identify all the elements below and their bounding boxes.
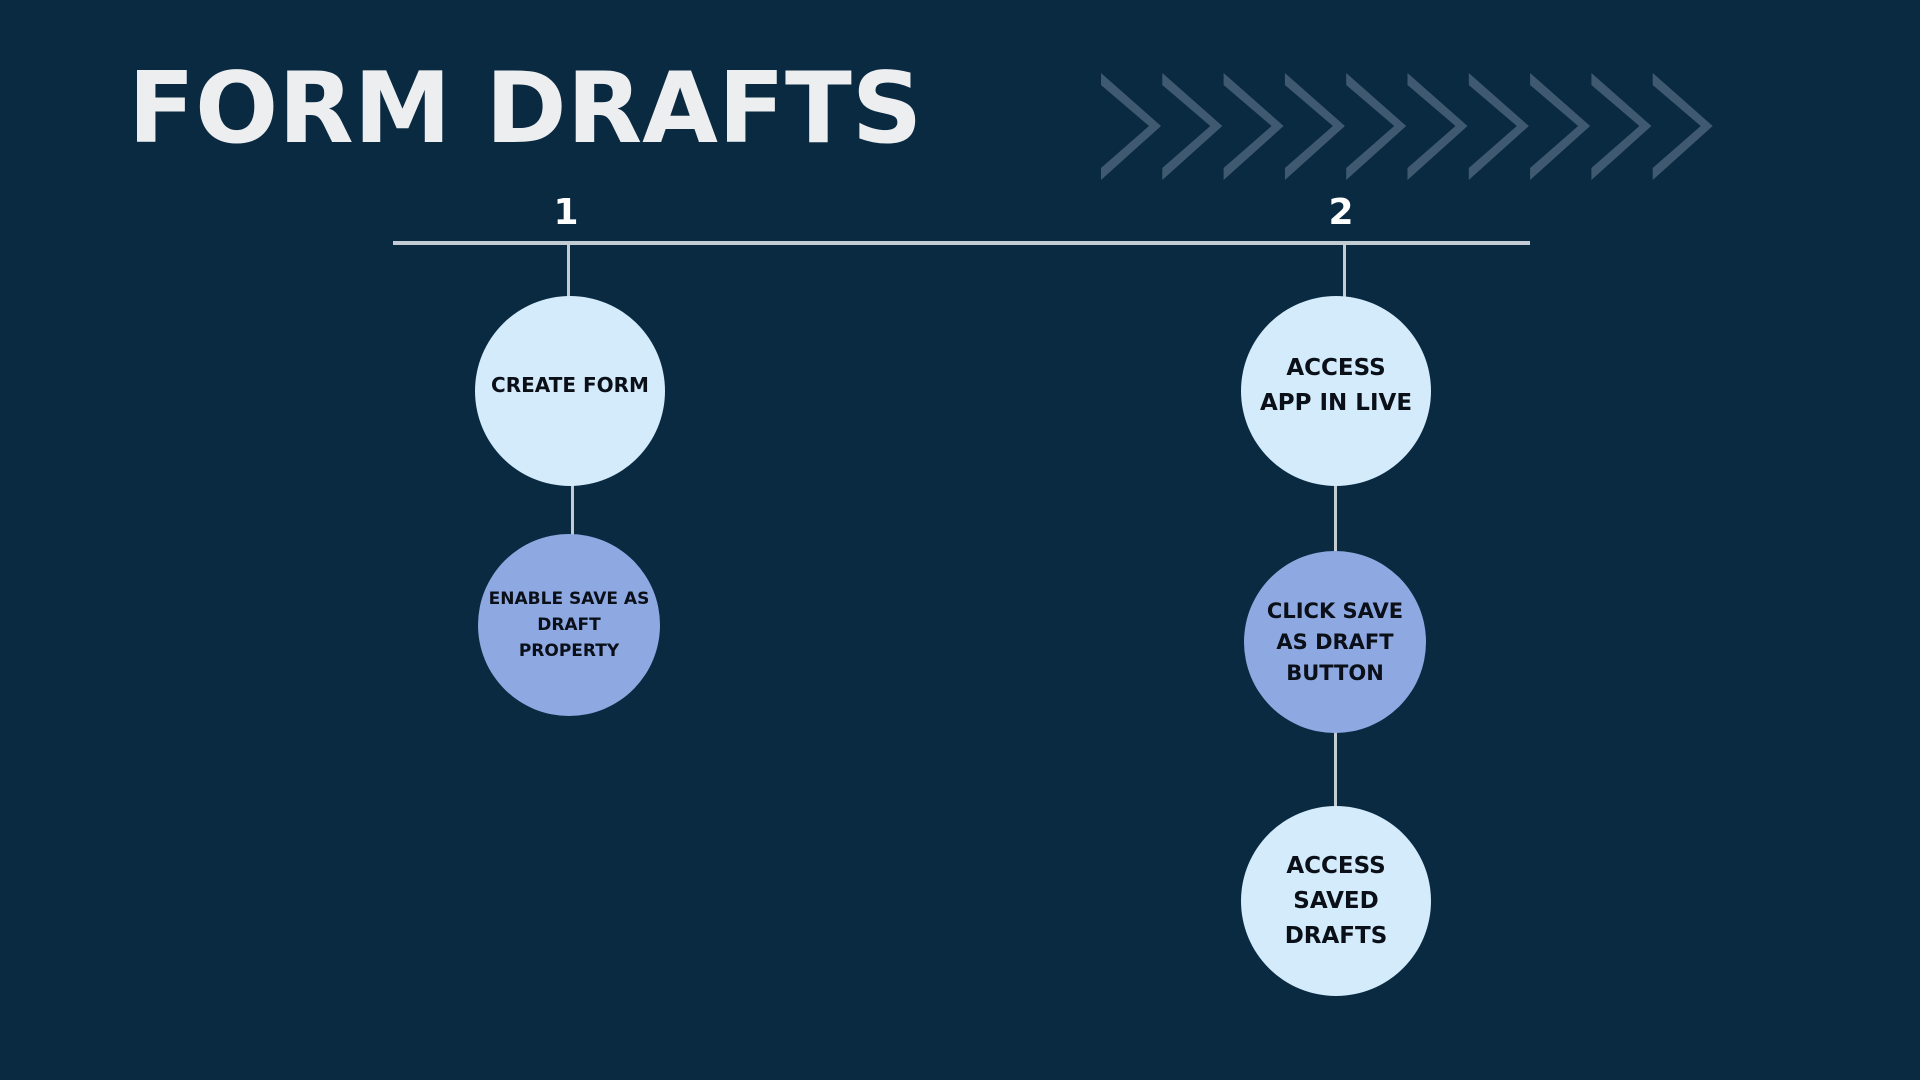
chevron-right-icon [1101, 73, 1161, 180]
chevron-right-icon [1591, 73, 1652, 180]
connector [567, 243, 570, 298]
node-access-saved-drafts: ACCESS SAVED DRAFTS [1241, 806, 1431, 996]
node-label: ENABLE SAVE AS DRAFT PROPERTY [488, 589, 650, 661]
chevron-right-icon [1652, 73, 1713, 180]
chevron-right-icon [1407, 73, 1468, 180]
connector [1343, 243, 1346, 298]
node-label: ACCESS APP IN LIVE [1259, 355, 1413, 416]
timeline-line [393, 241, 1530, 245]
connector [1334, 730, 1337, 810]
node-label: CLICK SAVE AS DRAFT BUTTON [1266, 598, 1404, 685]
step-number-2: 2 [1328, 192, 1354, 233]
node-enable-save-as-draft: ENABLE SAVE AS DRAFT PROPERTY [478, 534, 660, 716]
connector [571, 483, 574, 535]
connector [1334, 483, 1337, 553]
node-click-save-as-draft: CLICK SAVE AS DRAFT BUTTON [1244, 551, 1426, 733]
page-title: FORM DRAFTS [128, 52, 923, 166]
chevron-right-icon [1468, 73, 1529, 180]
chevron-right-icon [1162, 73, 1223, 180]
chevron-right-icon [1223, 73, 1284, 180]
node-label: CREATE FORM [491, 373, 649, 397]
node-access-app-in-live: ACCESS APP IN LIVE [1241, 296, 1431, 486]
node-label: ACCESS SAVED DRAFTS [1284, 852, 1388, 949]
step-number-1: 1 [553, 192, 579, 233]
chevron-right-icon [1530, 73, 1591, 180]
node-create-form: CREATE FORM [475, 296, 665, 486]
chevron-right-icon [1284, 73, 1345, 180]
chevron-right-icon [1346, 73, 1407, 180]
